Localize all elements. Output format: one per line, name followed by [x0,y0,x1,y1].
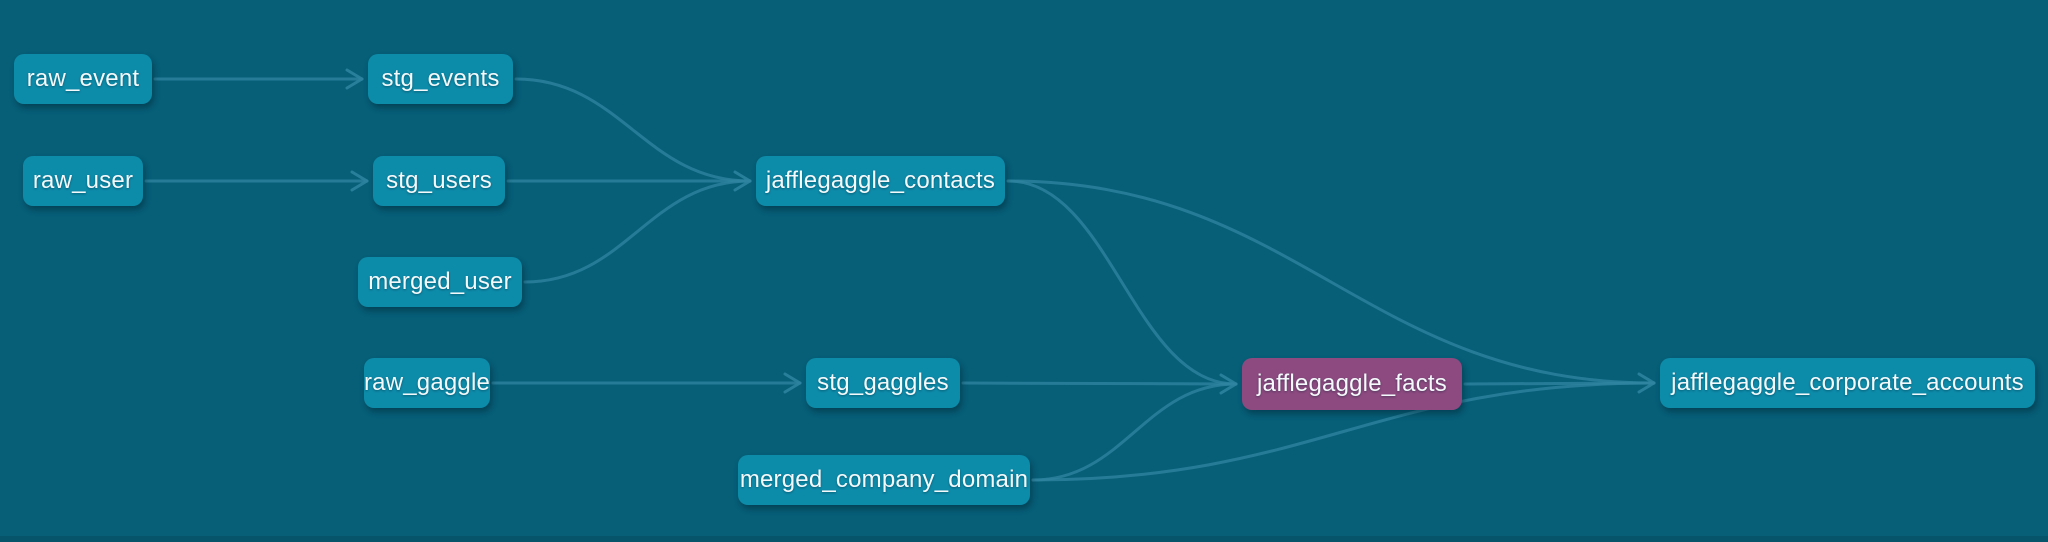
graph-node-jafflegaggle_corporate_accounts[interactable]: jafflegaggle_corporate_accounts [1660,358,2035,408]
arrowhead-icon-jafflegaggle_facts [1219,373,1238,395]
edge-stg_events-to-jafflegaggle_contacts [514,77,752,183]
edge-merged_user-to-jafflegaggle_contacts [523,179,752,284]
edge-jafflegaggle_contacts-to-jafflegaggle_corporate_accounts [1006,179,1656,385]
graph-node-merged_user[interactable]: merged_user [358,257,522,307]
graph-node-raw_event[interactable]: raw_event [14,54,152,104]
edge-merged_company_domain-to-jafflegaggle_corporate_accounts [1031,381,1656,482]
edge-jafflegaggle_facts-to-jafflegaggle_corporate_accounts [1463,381,1656,386]
graph-node-stg_users[interactable]: stg_users [373,156,505,206]
graph-node-raw_gaggle[interactable]: raw_gaggle [364,358,490,408]
graph-node-stg_gaggles[interactable]: stg_gaggles [806,358,960,408]
graph-node-jafflegaggle_facts[interactable]: jafflegaggle_facts [1242,358,1462,410]
arrowhead-icon-stg_users [350,170,369,192]
edge-merged_company_domain-to-jafflegaggle_facts [1031,382,1238,482]
arrowhead-icon-stg_events [345,68,364,90]
graph-node-merged_company_domain[interactable]: merged_company_domain [738,455,1030,505]
graph-node-jafflegaggle_contacts[interactable]: jafflegaggle_contacts [756,156,1005,206]
graph-node-stg_events[interactable]: stg_events [368,54,513,104]
edge-stg_gaggles-to-jafflegaggle_facts [961,381,1238,386]
graph-node-raw_user[interactable]: raw_user [23,156,143,206]
edge-jafflegaggle_contacts-to-jafflegaggle_facts [1006,179,1238,386]
arrowhead-icon-jafflegaggle_contacts [733,170,752,192]
canvas-bottom-edge [0,536,2048,542]
arrowhead-icon-jafflegaggle_corporate_accounts [1637,372,1656,394]
arrowhead-icon-stg_gaggles [783,372,802,394]
